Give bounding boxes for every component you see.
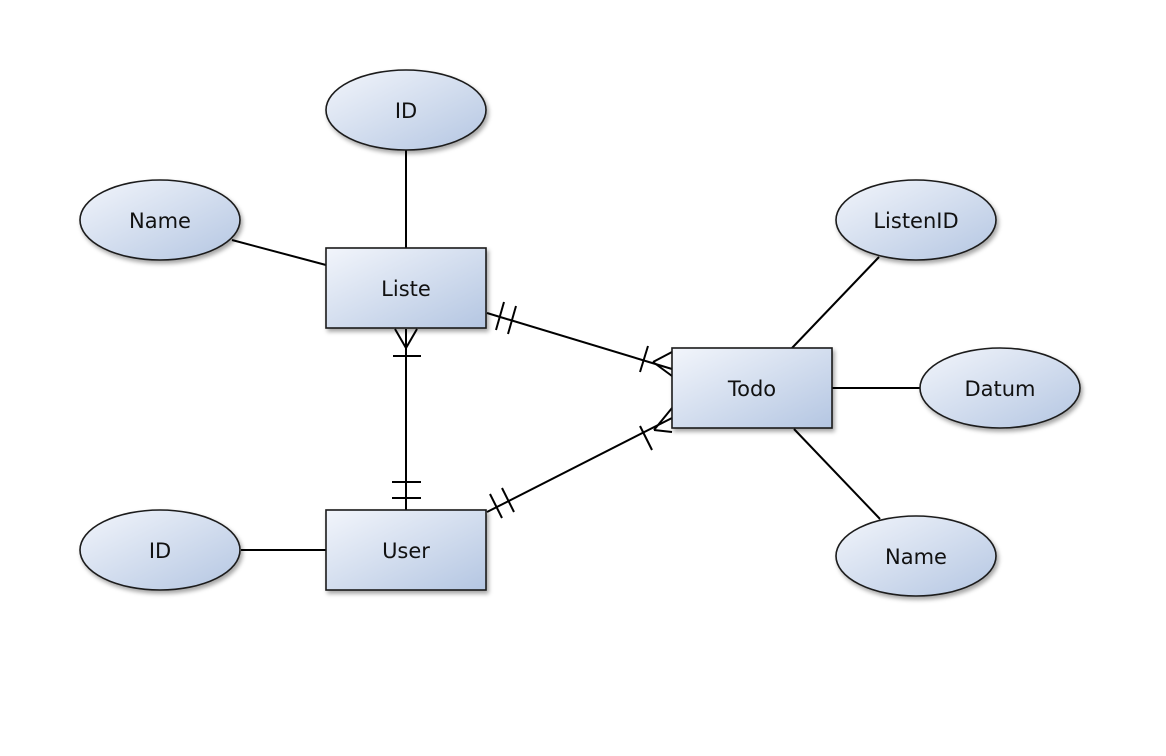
entity-todo: Todo — [671, 347, 833, 429]
marker-liste-todo-one-only-one — [495, 301, 517, 335]
entity-user: User — [325, 509, 487, 591]
entity-label: Liste — [381, 277, 431, 301]
marker-user-todo-one-or-many — [639, 407, 673, 451]
connector-todo-listenid — [791, 256, 880, 349]
marker-user-liste-one-or-many — [393, 328, 421, 357]
attribute-liste-name: Name — [79, 179, 241, 261]
attribute-connectors — [231, 150, 920, 551]
attribute-label: ListenID — [873, 209, 958, 233]
relationship-lines — [405, 312, 673, 513]
marker-user-liste-one-only-one — [392, 481, 421, 499]
attribute-label: Name — [885, 545, 947, 569]
relationship-liste-todo — [486, 312, 673, 370]
attribute-label: Datum — [964, 377, 1035, 401]
entity-label: Todo — [727, 377, 776, 401]
attribute-label: Name — [129, 209, 191, 233]
relationship-user-todo — [486, 417, 673, 513]
attribute-label: ID — [395, 99, 417, 123]
connector-liste-name — [231, 239, 327, 266]
attribute-liste-id: ID — [325, 69, 487, 151]
attribute-todo-datum: Datum — [919, 347, 1081, 429]
entity-label: User — [382, 539, 430, 563]
entity-liste: Liste — [325, 247, 487, 329]
marker-user-todo-one-only-one — [489, 487, 515, 519]
cardinality-markers — [392, 301, 673, 519]
attribute-user-id: ID — [79, 509, 241, 591]
attribute-label: ID — [149, 539, 171, 563]
marker-liste-todo-one-or-many — [639, 345, 673, 377]
attribute-todo-name: Name — [835, 515, 997, 597]
attribute-todo-listenid: ListenID — [835, 179, 997, 261]
connector-todo-name — [793, 428, 881, 520]
